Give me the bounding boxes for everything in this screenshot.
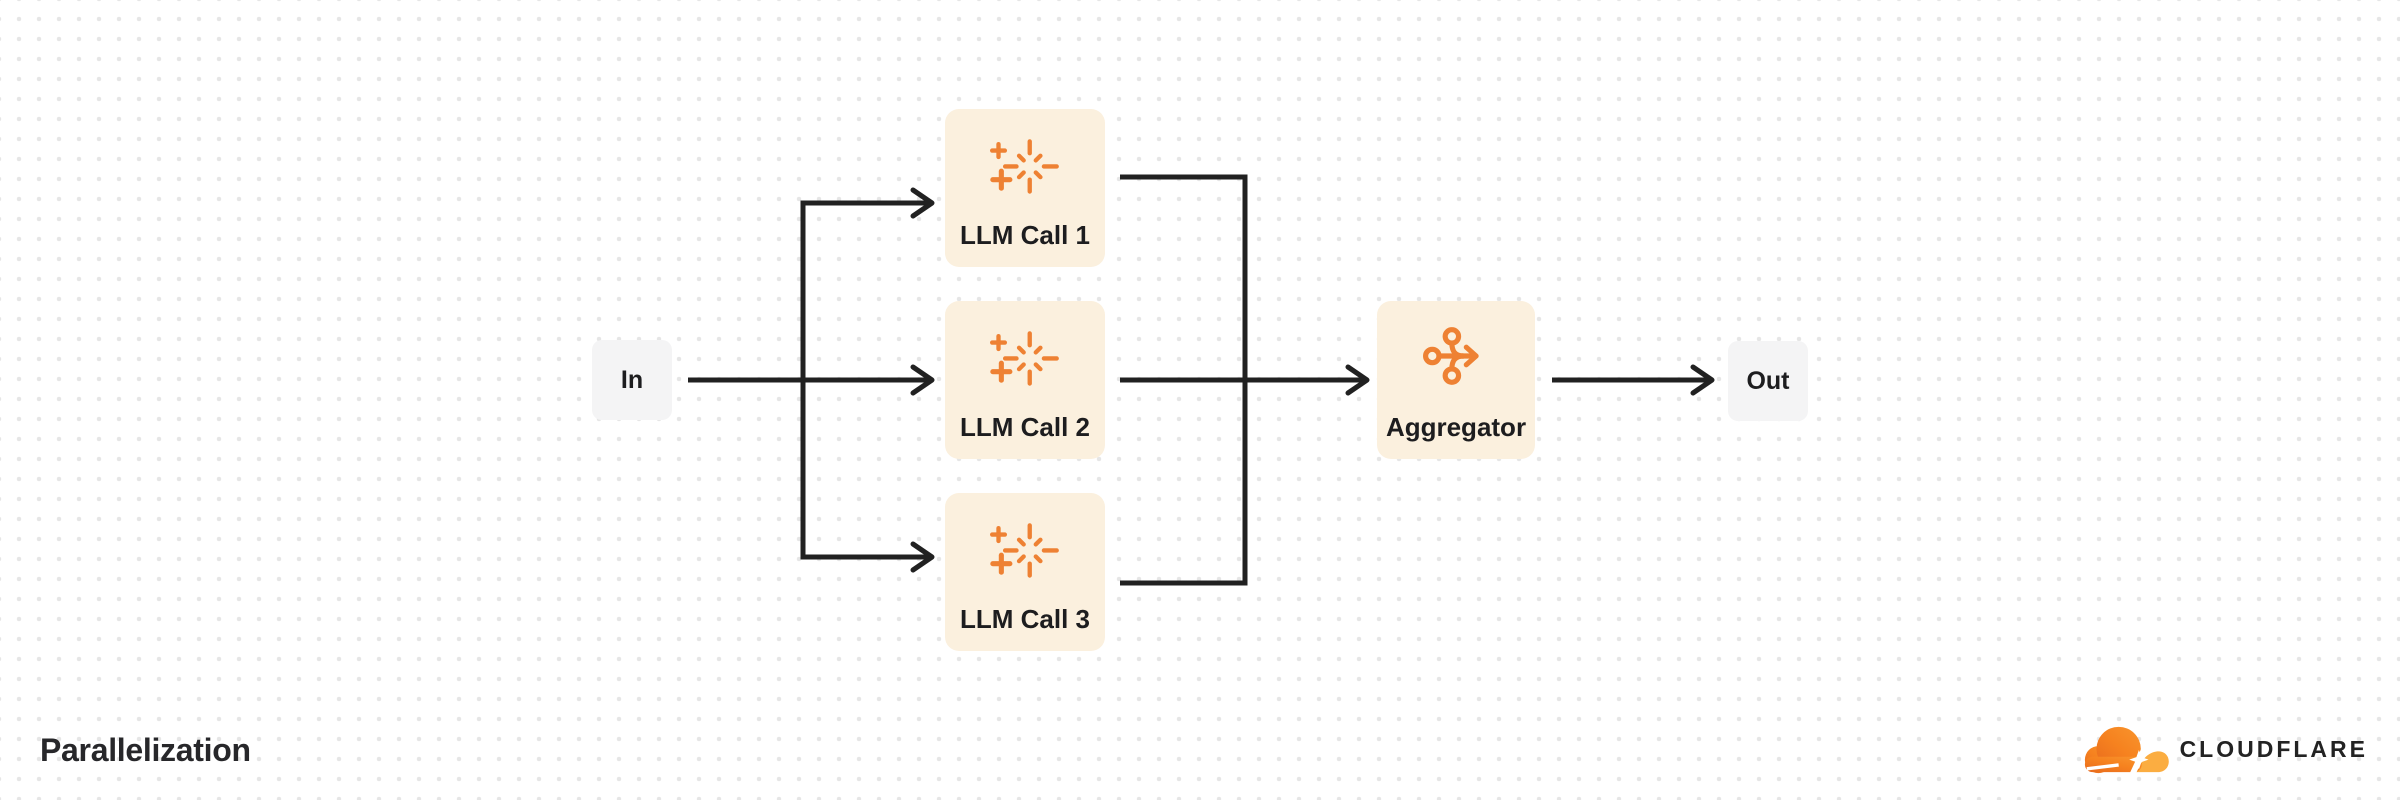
node-in: In bbox=[592, 340, 672, 420]
node-llm-call-3: LLM Call 3 bbox=[945, 493, 1105, 651]
arrowhead-llm2 bbox=[910, 364, 935, 396]
cloudflare-cloud-icon bbox=[2074, 722, 2171, 776]
node-out: Out bbox=[1728, 341, 1808, 421]
arrowhead-out bbox=[1690, 364, 1715, 396]
node-in-label: In bbox=[620, 365, 644, 394]
cloudflare-logo-text: CLOUDFLARE bbox=[2179, 735, 2368, 762]
node-llm-call-3-label: LLM Call 3 bbox=[959, 604, 1090, 634]
node-out-label: Out bbox=[1746, 366, 1790, 395]
node-llm-call-1: LLM Call 1 bbox=[945, 109, 1105, 267]
cloudflare-logo: CLOUDFLARE bbox=[2074, 722, 2368, 776]
arrowhead-llm3 bbox=[910, 541, 935, 573]
node-llm-call-2-label: LLM Call 2 bbox=[959, 412, 1090, 442]
sparkles-icon bbox=[990, 135, 1060, 201]
merge-arrow-icon bbox=[1423, 327, 1489, 390]
sparkles-icon bbox=[990, 519, 1060, 585]
node-llm-call-1-label: LLM Call 1 bbox=[959, 220, 1090, 250]
arrowhead-llm1 bbox=[910, 187, 935, 219]
node-aggregator-label: Aggregator bbox=[1385, 412, 1527, 442]
sparkles-icon bbox=[990, 327, 1060, 393]
edge-in-split-branches bbox=[800, 200, 929, 560]
node-aggregator: Aggregator bbox=[1377, 301, 1535, 459]
page-title: Parallelization bbox=[40, 732, 251, 768]
arrowhead-aggregator bbox=[1345, 364, 1370, 396]
edge-llm-collector bbox=[1120, 174, 1248, 586]
node-llm-call-2: LLM Call 2 bbox=[945, 301, 1105, 459]
